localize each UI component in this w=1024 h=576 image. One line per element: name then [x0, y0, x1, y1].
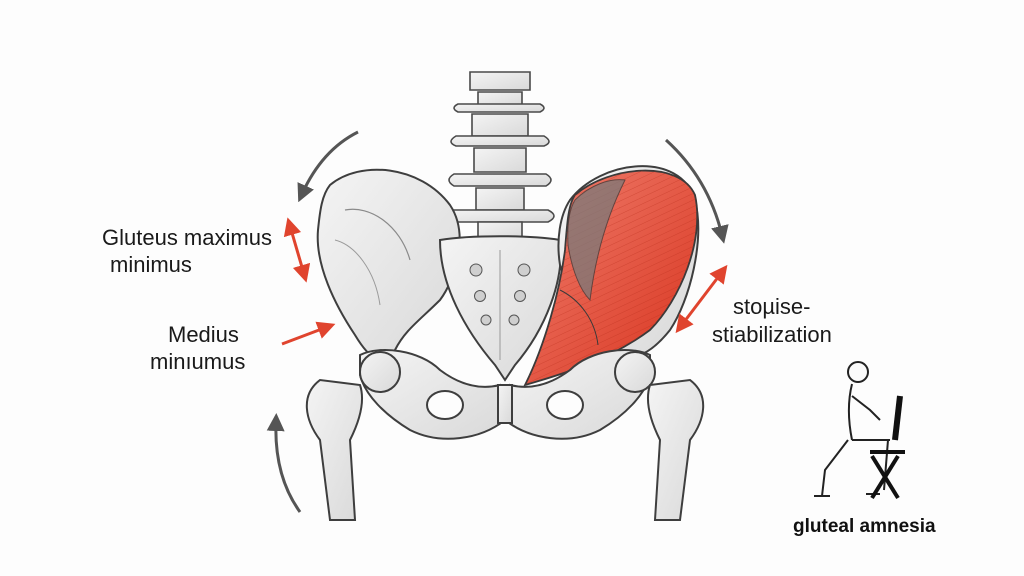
left-ilium-illustration — [316, 168, 461, 362]
caption-gluteal-amnesia: gluteal amnesia — [793, 516, 936, 537]
arrow-gluteus-double — [283, 217, 311, 283]
arrow-stabilization-double — [675, 264, 728, 334]
label-gluteus-line2: minimus — [110, 252, 192, 277]
gluteal-muscle-illustration — [523, 169, 699, 387]
seated-person-icon — [814, 361, 905, 500]
force-arrows — [281, 217, 728, 346]
label-medius-line1: Medius — [168, 322, 239, 347]
arrow-bottom-left — [266, 413, 302, 513]
lumbar-spine-illustration — [445, 71, 555, 241]
arrow-top-right — [664, 138, 729, 244]
label-medius-line2: minıumus — [150, 349, 246, 374]
label-stabilization-line1: stoµise- — [733, 294, 811, 319]
sacrum-illustration — [438, 235, 562, 382]
label-stabilization-line2: stiabilization — [712, 322, 832, 347]
femur-illustration — [305, 351, 705, 521]
arrow-top-left — [297, 130, 359, 203]
rotation-arrows — [266, 130, 729, 513]
arrow-medius — [281, 321, 336, 346]
label-gluteus-line1: Gluteus maximus — [102, 225, 272, 250]
